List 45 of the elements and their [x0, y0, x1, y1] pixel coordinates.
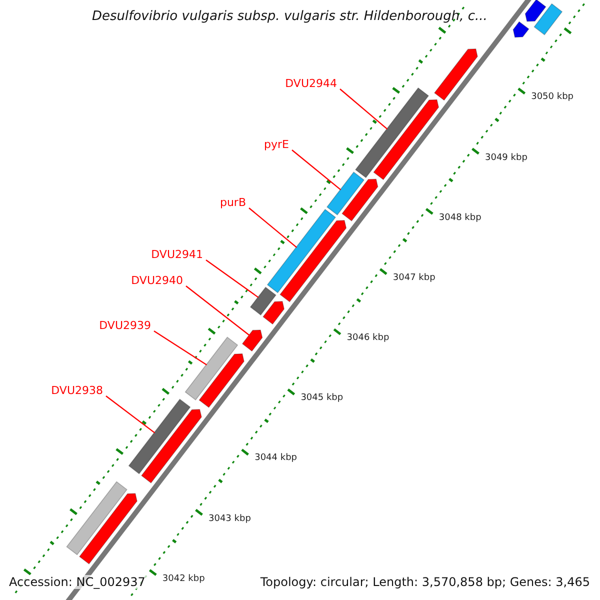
leader-line	[154, 330, 207, 366]
scale-label: 3045 kbp	[300, 394, 344, 404]
gene-bar	[534, 3, 563, 36]
gene-block	[262, 300, 285, 325]
gene-block	[280, 220, 347, 302]
scale-label: 3043 kbp	[208, 514, 251, 524]
leader-line	[206, 260, 259, 298]
gene-label: DVU2944	[285, 78, 337, 89]
gene-bar	[354, 87, 430, 178]
leader-line	[248, 208, 298, 248]
leader-line	[292, 150, 342, 190]
gene-bar	[266, 208, 336, 294]
accession-text: Accession: NC_002937	[7, 575, 148, 589]
gene-block	[524, 0, 546, 22]
scale-label: 3049 kbp	[485, 154, 528, 162]
gene-block	[198, 353, 244, 408]
title: Desulfovibrio vulgaris subsp. vulgaris str. Hildenborough, c...	[92, 10, 488, 23]
gene-bar	[184, 336, 238, 400]
gene-label: DVU2941	[151, 249, 203, 260]
gene-bar	[326, 172, 365, 216]
scale-label: 3047 kbp	[392, 274, 436, 283]
gene-label: DVU2940	[131, 275, 183, 286]
gene-block	[78, 493, 138, 564]
leader-line	[106, 396, 156, 434]
gene-block	[512, 21, 530, 38]
gene-label: DVU2939	[99, 320, 151, 331]
gene-block	[373, 99, 440, 180]
gene-block	[434, 48, 478, 101]
genome-stats-text: Topology: circular; Length: 3,570,858 bp; Genes: 3,465	[258, 575, 592, 589]
scale-label: 3044 kbp	[254, 454, 297, 464]
gene-bar	[128, 398, 191, 474]
scale-label: 3050 kbp	[531, 93, 574, 102]
gene-bar	[250, 286, 276, 316]
leader-line	[340, 88, 388, 130]
gene-block	[140, 408, 202, 484]
gene-label: pyrE	[264, 139, 289, 150]
gene-block	[342, 178, 378, 222]
gene-label: purB	[220, 197, 246, 208]
gene-block	[242, 330, 263, 352]
scale-label: 3048 kbp	[438, 214, 482, 223]
scale-label: 3042 kbp	[162, 574, 205, 584]
scale-label: 3046 kbp	[346, 334, 390, 344]
leader-line	[186, 286, 250, 336]
gene-label: DVU2938	[51, 385, 103, 396]
gene-bar	[66, 481, 128, 556]
